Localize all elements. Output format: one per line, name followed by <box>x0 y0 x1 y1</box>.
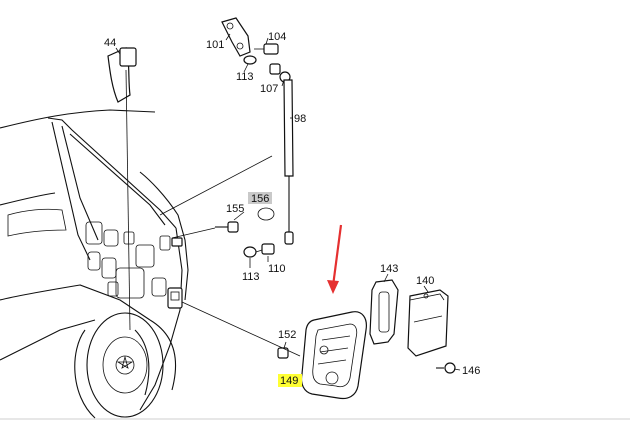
hinge-fitting <box>171 237 183 247</box>
label-149-highlight <box>278 374 302 387</box>
label-149: 149 <box>280 375 298 387</box>
label-140: 140 <box>416 275 434 287</box>
gas-strut-part-98 <box>283 79 294 245</box>
wheel <box>74 312 164 419</box>
gasket-part-143 <box>369 279 399 345</box>
label-146: 146 <box>462 365 480 377</box>
bolt-part-104 <box>254 43 279 55</box>
door-lock-fitting <box>167 287 183 309</box>
label-98: 98 <box>294 113 306 125</box>
strap-part-44 <box>107 47 137 331</box>
label-101: 101 <box>206 39 224 51</box>
ball-stud-part-107 <box>269 63 291 83</box>
label-107: 107 <box>260 83 278 95</box>
bracket-part-101 <box>221 17 251 57</box>
washer-part-113-lower <box>243 246 257 258</box>
label-143: 143 <box>380 263 398 275</box>
screw-part-146 <box>436 362 456 374</box>
label-104: 104 <box>268 31 286 43</box>
label-156: 156 <box>251 193 269 205</box>
red-arrow-icon <box>327 224 343 294</box>
label-156-highlight <box>248 192 272 204</box>
label-113-lower: 113 <box>242 271 260 283</box>
bolt-part-110 <box>255 243 275 255</box>
door-panel-openings <box>85 221 171 299</box>
van-body <box>0 109 189 419</box>
handle-part-149 <box>300 311 367 400</box>
label-152: 152 <box>278 329 296 341</box>
label-113-top: 113 <box>236 71 254 83</box>
label-44: 44 <box>104 37 116 49</box>
label-155: 155 <box>226 203 244 215</box>
cover-part-140 <box>407 289 449 357</box>
washer-part-113-top <box>243 55 257 65</box>
ring-part-156 <box>257 207 275 221</box>
label-110: 110 <box>268 263 286 275</box>
screw-part-155 <box>215 221 239 233</box>
